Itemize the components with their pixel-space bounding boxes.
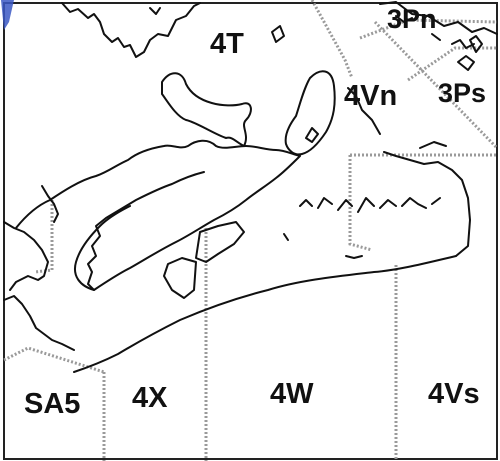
zone-label-4t: 4T — [210, 28, 244, 60]
coast-newfoundland — [379, 1, 498, 35]
coast-maine — [3, 295, 75, 351]
island-miquelon — [457, 55, 475, 71]
cape-breton-island — [284, 70, 336, 156]
boundary-4vn-west — [348, 155, 373, 252]
map-border — [3, 2, 498, 460]
coast-gulf-west — [41, 185, 59, 223]
zone-label-sa5: SA5 — [24, 388, 81, 420]
zone-label-3ps: 3Ps — [438, 78, 487, 108]
zone-label-4vn: 4Vn — [344, 80, 398, 112]
division-boundaries — [3, 0, 499, 461]
sable-island — [345, 255, 363, 259]
coast-cabot-strait — [347, 87, 381, 135]
bank-middle — [283, 233, 289, 241]
coast-new-brunswick — [3, 221, 49, 291]
shelf-edge-east — [383, 151, 471, 257]
coastlines — [3, 1, 498, 373]
coast-gaspe-inlet — [149, 7, 161, 15]
coast-south-shore — [74, 205, 131, 291]
bras-dor-lake — [305, 127, 319, 143]
magdalen-islands — [271, 25, 285, 43]
boundary-3ps-lower — [407, 46, 497, 82]
shoal-west — [195, 221, 245, 263]
newfoundland-inlets — [395, 15, 475, 49]
coast-gaspe — [61, 2, 201, 58]
shelf-break — [73, 255, 457, 373]
zone-label-4x: 4X — [132, 382, 168, 414]
boundary-4t-3pn — [310, 0, 354, 79]
shoal-banquereau — [163, 257, 197, 299]
coast-nova-scotia — [15, 139, 301, 291]
boundary-bay-of-fundy — [34, 200, 54, 274]
boundary-3pn-diagonal — [373, 20, 499, 150]
boundary-3pn-3ps-upper — [359, 18, 498, 40]
bank-misaine — [419, 141, 447, 149]
corner-marker-icon — [1, 0, 14, 30]
prince-edward-island — [161, 72, 252, 147]
boundary-sa5-top — [3, 346, 105, 374]
zone-label-3pn: 3Pn — [387, 4, 437, 34]
zone-label-4w: 4W — [270, 378, 314, 410]
bank-islets — [299, 197, 441, 213]
island-st-pierre — [469, 35, 483, 53]
zone-label-4vs: 4Vs — [428, 378, 480, 410]
